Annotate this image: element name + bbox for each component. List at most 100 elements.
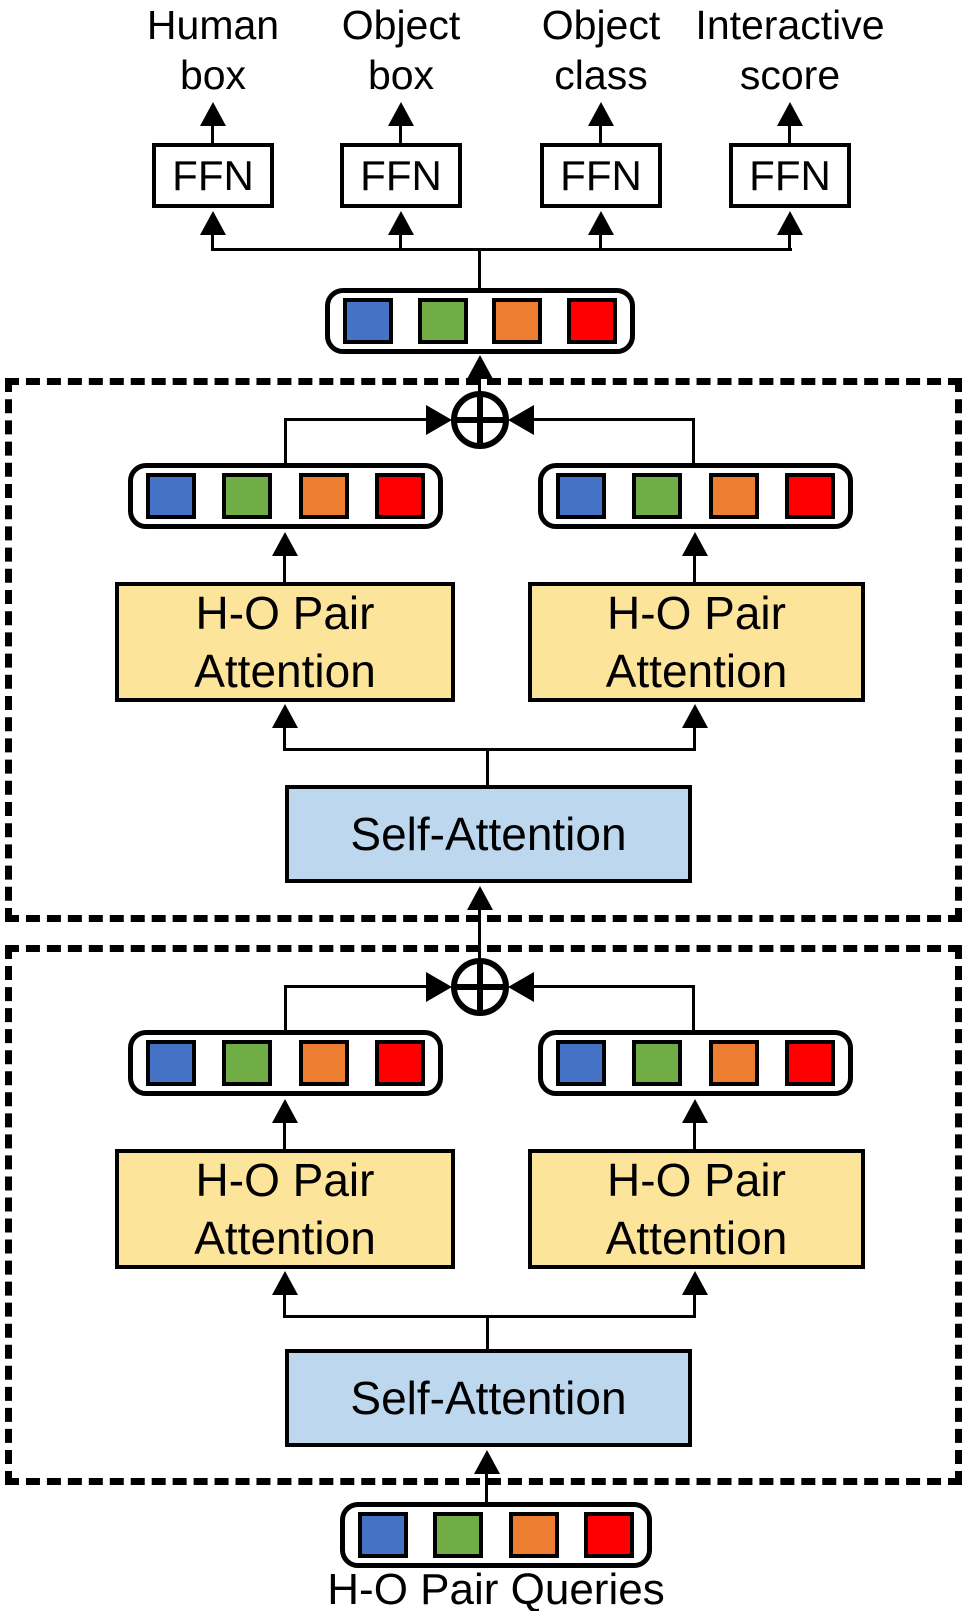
output-label-line1: Human (146, 2, 280, 48)
ho-pair-attention-box-2-right: H-O Pair Attention (528, 1149, 865, 1269)
connector-line (486, 1317, 489, 1351)
arrowhead-up (588, 211, 614, 235)
output-label-line2: box (367, 52, 435, 98)
connector-line (532, 418, 695, 421)
output-label-human-box: Human box (113, 0, 313, 100)
connector-line (693, 554, 696, 584)
output-label-line2: box (179, 52, 247, 98)
connector-line (485, 1472, 488, 1504)
token-orange (508, 1512, 559, 1558)
connector-line (284, 985, 287, 1032)
ho-pair-queries-label: H-O Pair Queries (327, 1565, 665, 1611)
connector-line (283, 1315, 696, 1318)
token-green (433, 1512, 484, 1558)
arrowhead-left (508, 405, 534, 435)
ho-pair-attention-box-2-left: H-O Pair Attention (115, 1149, 455, 1269)
output-label-line2: class (554, 52, 648, 98)
connector-line (788, 233, 791, 250)
token-red (374, 473, 425, 519)
arrowhead-up (467, 355, 493, 379)
decoder-block-2 (5, 945, 962, 1485)
connector-line (283, 748, 696, 751)
arrowhead-up (467, 886, 493, 910)
arrowhead-up (200, 211, 226, 235)
arrowhead-right (426, 405, 452, 435)
output-label-line1: Object (341, 2, 461, 48)
token-green (222, 473, 273, 519)
output-label-interactive-score: Interactive score (678, 0, 902, 100)
ho-pair-attention-box-1-right: H-O Pair Attention (528, 582, 865, 702)
arrowhead-up (200, 102, 226, 126)
token-red (566, 298, 617, 344)
token-bar-output (325, 288, 635, 354)
token-bar-block2-left (128, 1030, 443, 1096)
token-bar-block2-right (538, 1030, 853, 1096)
token-green (417, 298, 468, 344)
arrowhead-up (474, 1450, 500, 1474)
connector-line (284, 418, 287, 465)
attention-label-line2: Attention (605, 1212, 788, 1264)
token-blue (146, 1040, 196, 1086)
token-green (222, 1040, 273, 1086)
connector-line (693, 726, 696, 751)
connector-line (478, 250, 481, 290)
attention-label-line2: Attention (605, 645, 788, 697)
connector-line (599, 233, 602, 250)
attention-label-line2: Attention (194, 645, 376, 697)
ffn-box-interactive-score: FFN (729, 143, 851, 208)
connector-line (693, 1293, 696, 1318)
connector-line (283, 1293, 286, 1318)
token-bar-block1-right (538, 463, 853, 529)
token-blue (343, 298, 393, 344)
token-orange (492, 298, 543, 344)
connector-line (692, 418, 695, 465)
connector-line (532, 985, 695, 988)
connector-line (478, 908, 481, 961)
arrowhead-up (588, 102, 614, 126)
connector-line (211, 124, 214, 145)
self-attention-label: Self-Attention (350, 808, 627, 860)
arrowhead-up (272, 532, 298, 556)
token-bar-queries (340, 1502, 652, 1568)
ffn-box-human: FFN (152, 143, 274, 208)
token-green (632, 1040, 683, 1086)
attention-label-line1: H-O Pair (607, 587, 786, 639)
connector-line (486, 750, 489, 787)
ho-pair-attention-box-1-left: H-O Pair Attention (115, 582, 455, 702)
connector-line (599, 124, 602, 145)
connector-line (788, 124, 791, 145)
connector-line (283, 726, 286, 751)
arrowhead-up (682, 704, 708, 728)
token-green (632, 473, 683, 519)
token-blue (358, 1512, 408, 1558)
output-label-line1: Object (541, 2, 661, 48)
attention-label-line2: Attention (194, 1212, 376, 1264)
connector-line (399, 233, 402, 250)
arrowhead-up (388, 102, 414, 126)
output-label-line1: Interactive (695, 2, 885, 48)
token-blue (556, 1040, 606, 1086)
connector-line (284, 418, 428, 421)
attention-label-line1: H-O Pair (195, 1154, 375, 1206)
arrowhead-up (272, 704, 298, 728)
arrowhead-up (777, 211, 803, 235)
ffn-box-object-box: FFN (340, 143, 462, 208)
circled-plus-icon (451, 958, 509, 1016)
arrowhead-up (682, 532, 708, 556)
connector-line (692, 985, 695, 1032)
token-red (784, 1040, 835, 1086)
connector-line (211, 248, 792, 251)
token-orange (708, 473, 759, 519)
arrowhead-up (272, 1271, 298, 1295)
token-orange (298, 1040, 349, 1086)
arrowhead-up (272, 1099, 298, 1123)
decoder-block-1 (5, 378, 962, 922)
connector-line (399, 124, 402, 145)
arrowhead-up (682, 1099, 708, 1123)
output-label-object-class: Object class (501, 0, 701, 100)
token-red (374, 1040, 425, 1086)
self-attention-box-1: Self-Attention (285, 785, 692, 883)
token-red (784, 473, 835, 519)
token-orange (298, 473, 349, 519)
